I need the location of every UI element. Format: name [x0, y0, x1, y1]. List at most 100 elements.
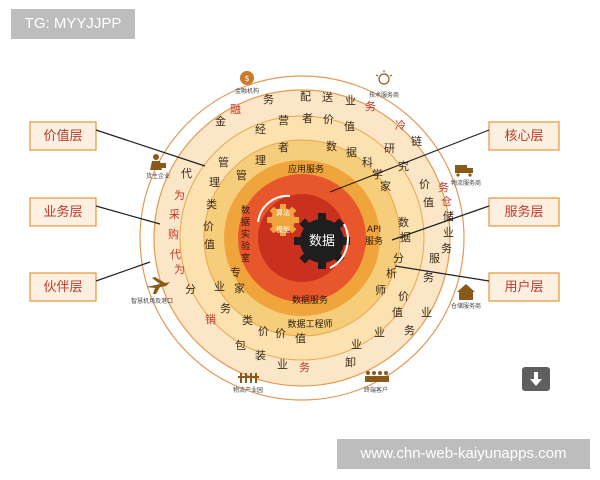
svg-text:业: 业 — [277, 358, 288, 371]
svg-text:类: 类 — [206, 197, 217, 211]
svg-text:析: 析 — [386, 266, 397, 280]
svg-text:务: 务 — [441, 242, 452, 255]
ring-text-inner: 管理者 数据科 学家 数据分 析师 专家 价值 — [230, 140, 411, 345]
svg-text:者: 者 — [302, 112, 313, 125]
svg-text:数: 数 — [241, 204, 250, 216]
svg-text:技术服务商: 技术服务商 — [369, 91, 399, 99]
svg-text:为: 为 — [174, 263, 185, 276]
svg-text:物流服务商: 物流服务商 — [451, 179, 481, 187]
svg-text:价: 价 — [258, 325, 269, 338]
light-bulb-icon: 技术服务商 — [369, 70, 399, 99]
svg-text:经: 经 — [255, 123, 266, 136]
airplane-icon: 智慧机场及港口 — [131, 277, 173, 305]
svg-text:为: 为 — [174, 189, 185, 202]
svg-text:营: 营 — [278, 113, 289, 127]
svg-text:业: 业 — [421, 306, 432, 319]
svg-text:理: 理 — [255, 154, 266, 167]
data-lab-label: 数 据 实 验 室 — [241, 204, 250, 264]
svg-text:融: 融 — [230, 103, 241, 116]
svg-text:智慧机场及港口: 智慧机场及港口 — [131, 297, 173, 305]
svg-text:据: 据 — [241, 216, 250, 228]
worker-icon: 货主企业 — [146, 154, 170, 180]
arc-left — [257, 194, 291, 223]
svg-text:$: $ — [244, 74, 249, 83]
tag-badge: TG: MYYJJPP — [11, 9, 135, 39]
box-value-layer: 价值层 — [29, 121, 206, 167]
money-bag-icon: $ 金融机构 — [235, 71, 259, 95]
data-engineer-label: 数据工程师 — [287, 318, 332, 330]
svg-text:室: 室 — [241, 252, 250, 264]
svg-text:卸: 卸 — [345, 355, 356, 369]
svg-text:货主企业: 货主企业 — [146, 172, 170, 180]
svg-text:实: 实 — [241, 228, 250, 240]
svg-text:仓储服务商: 仓储服务商 — [451, 302, 481, 310]
svg-text:金: 金 — [215, 114, 226, 128]
data-service-label: 数据服务 — [292, 294, 328, 306]
svg-text:值: 值 — [423, 196, 434, 209]
svg-text:研: 研 — [384, 142, 395, 155]
svg-text:仓: 仓 — [441, 194, 452, 208]
api-service-top: API — [367, 225, 381, 235]
svg-text:分: 分 — [185, 283, 196, 296]
algo-bottom-label: 模型 — [276, 225, 290, 234]
download-arrow-icon — [530, 372, 542, 386]
svg-text:冷: 冷 — [395, 119, 406, 132]
svg-text:务: 务 — [263, 93, 274, 106]
svg-text:数: 数 — [398, 216, 409, 229]
svg-text:务: 务 — [365, 100, 376, 113]
svg-text:理: 理 — [209, 176, 220, 189]
box-user-layer: 用户层 — [394, 265, 560, 302]
svg-text:数: 数 — [326, 140, 337, 153]
svg-text:配: 配 — [300, 90, 311, 103]
svg-text:科: 科 — [362, 155, 373, 169]
svg-text:服: 服 — [429, 252, 440, 265]
svg-text:家: 家 — [380, 179, 391, 193]
svg-text:者: 者 — [278, 141, 289, 154]
svg-text:包: 包 — [235, 339, 246, 352]
svg-text:验: 验 — [241, 240, 250, 252]
svg-text:服务层: 服务层 — [504, 204, 543, 220]
svg-text:价: 价 — [203, 220, 214, 233]
svg-text:管: 管 — [236, 168, 247, 182]
svg-text:分: 分 — [393, 252, 404, 265]
svg-text:务: 务 — [404, 324, 415, 337]
warehouse-icon: 仓储服务商 — [451, 284, 481, 310]
svg-text:伙伴层: 伙伴层 — [43, 280, 82, 295]
app-service-label: 应用服务 — [288, 163, 324, 175]
api-service-bottom: 服务 — [365, 235, 383, 247]
svg-text:据: 据 — [346, 145, 357, 159]
svg-text:业: 业 — [374, 326, 385, 339]
svg-text:家: 家 — [234, 281, 245, 295]
svg-text:管: 管 — [218, 155, 229, 169]
svg-text:用户层: 用户层 — [504, 279, 543, 295]
svg-text:储: 储 — [443, 209, 454, 223]
svg-text:类: 类 — [242, 313, 253, 327]
svg-text:终端客户: 终端客户 — [364, 386, 388, 394]
svg-text:值: 值 — [392, 306, 403, 319]
svg-text:价: 价 — [398, 290, 409, 303]
svg-text:代: 代 — [170, 248, 181, 261]
svg-text:价: 价 — [323, 113, 334, 126]
svg-text:价值层: 价值层 — [43, 128, 82, 144]
ring-text-outer: 金融 务配送 业务 冷链 务仓 储业务 业务 卸务 业装包 销分 为代 购采 为… — [168, 90, 454, 374]
svg-text:业: 业 — [351, 338, 362, 351]
svg-text:装: 装 — [255, 349, 266, 362]
svg-text:值: 值 — [204, 238, 215, 251]
svg-text:业: 业 — [345, 94, 356, 107]
svg-text:值: 值 — [295, 332, 306, 345]
svg-text:金融机构: 金融机构 — [235, 87, 259, 95]
svg-text:值: 值 — [344, 120, 355, 133]
svg-text:核心层: 核心层 — [504, 129, 543, 144]
arc-right — [329, 223, 349, 269]
svg-text:务: 务 — [438, 181, 449, 194]
svg-text:送: 送 — [322, 90, 333, 104]
people-icon: 终端客户 — [364, 371, 389, 394]
data-gear-icon — [294, 213, 350, 269]
svg-text:价: 价 — [419, 178, 430, 191]
watermark-url: www.chn-web-kaiyunapps.com — [337, 439, 590, 469]
fence-icon: 物流产业园 — [233, 373, 263, 394]
svg-text:物流产业园: 物流产业园 — [233, 386, 263, 394]
download-button[interactable] — [522, 367, 550, 391]
box-core-layer: 核心层 — [329, 121, 560, 193]
svg-text:务: 务 — [299, 361, 310, 374]
